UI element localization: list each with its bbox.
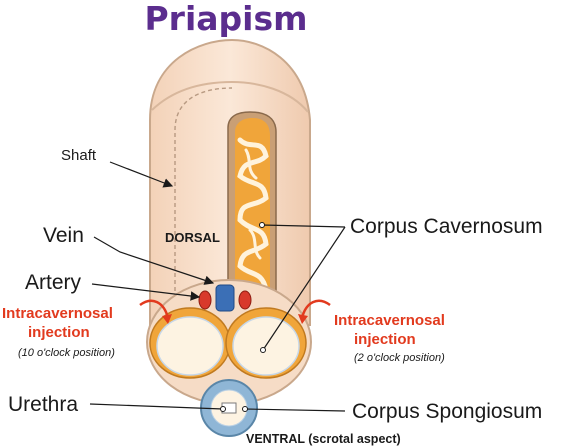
right-injection-line1: Intracavernosal [334,312,445,329]
left-injection-arrow [139,299,170,319]
urethra-label: Urethra [8,393,78,416]
left-injection-line1: Intracavernosal [2,305,113,322]
corpus-cavernosum-label: Corpus Cavernosum [350,215,543,238]
left-artery-shape [198,290,212,310]
page-title: Priapism [144,0,307,38]
right-artery-shape [238,290,252,310]
dorsal-label: DORSAL [165,230,220,245]
ventral-label: VENTRAL (scrotal aspect) [246,432,401,446]
vein-label: Vein [43,224,84,247]
right-injection-position: (2 o'clock position) [354,352,445,364]
artery-label: Artery [25,271,82,294]
corpus-cavernosum-longitudinal [227,111,277,313]
shaft-label: Shaft [61,147,97,164]
left-injection-position: (10 o'clock position) [18,347,115,359]
vein-shape [215,284,235,312]
corpus-spongiosum-label: Corpus Spongiosum [352,400,542,423]
left-injection-line2: injection [28,324,90,341]
cross-section [146,279,312,437]
right-injection-arrow [300,299,331,319]
right-injection-line2: injection [354,331,416,348]
